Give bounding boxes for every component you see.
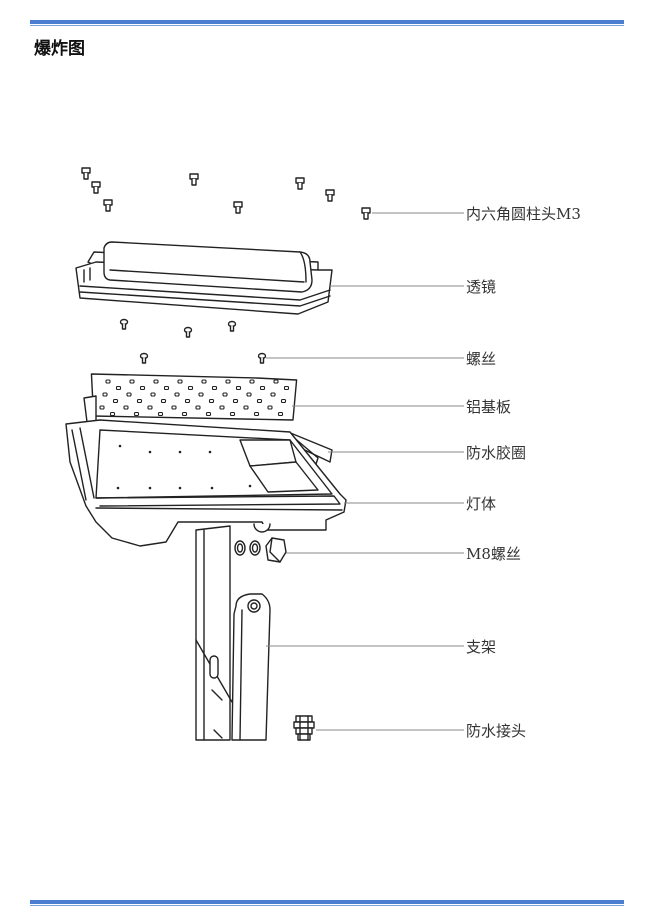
waterproof-connector-part — [293, 715, 315, 741]
led-hole — [195, 405, 201, 410]
led-hole — [139, 385, 146, 391]
mounting-hole — [178, 450, 182, 454]
led-hole — [105, 379, 111, 384]
lens-part — [75, 241, 333, 315]
led-hole — [177, 379, 183, 384]
label-lens: 透镜 — [466, 278, 497, 296]
hex-screw-icon — [361, 207, 371, 220]
mounting-hole — [178, 486, 182, 490]
bracket-part — [195, 525, 271, 741]
m8-screw-part — [234, 537, 287, 563]
led-hole — [184, 398, 191, 404]
aluminum-board-part — [90, 373, 298, 421]
led-hole — [208, 398, 215, 404]
led-hole — [280, 398, 287, 404]
led-hole — [267, 405, 273, 410]
label-waterproof-connector: 防水接头 — [466, 722, 527, 740]
led-hole — [174, 392, 180, 397]
led-hole — [150, 392, 156, 397]
led-hole — [229, 411, 236, 417]
led-hole — [259, 385, 266, 391]
leader-lines — [266, 212, 464, 731]
page-title: 爆炸图 — [34, 39, 85, 59]
led-hole — [222, 392, 228, 397]
led-hole — [171, 405, 177, 410]
led-hole — [147, 405, 153, 410]
led-hole — [129, 379, 135, 384]
screw-icon — [227, 320, 237, 332]
led-hole — [243, 405, 249, 410]
led-hole — [163, 385, 170, 391]
label-lamp-body: 灯体 — [466, 495, 497, 513]
label-screw: 螺丝 — [466, 350, 497, 368]
hex-screw-icon — [91, 181, 101, 194]
led-hole — [201, 379, 207, 384]
led-hole — [109, 411, 116, 417]
hex-screw-group — [81, 167, 371, 220]
led-hole — [112, 398, 119, 404]
led-hole — [253, 411, 260, 417]
screw-group — [119, 318, 267, 364]
screw-icon — [183, 326, 193, 338]
mounting-hole — [116, 486, 120, 490]
hex-screw-icon — [103, 199, 113, 212]
screw-icon — [119, 318, 129, 330]
led-hole — [181, 411, 188, 417]
led-hole — [126, 392, 132, 397]
mounting-hole — [248, 484, 252, 488]
led-hole — [136, 398, 143, 404]
hex-screw-icon — [233, 201, 243, 214]
led-hole — [198, 392, 204, 397]
led-hole — [232, 398, 239, 404]
led-hole — [283, 385, 290, 391]
mounting-hole — [148, 450, 152, 454]
led-hole — [205, 411, 212, 417]
led-hole — [211, 385, 218, 391]
mounting-hole — [118, 444, 122, 448]
led-hole — [225, 379, 231, 384]
led-hole — [187, 385, 194, 391]
label-hex-screw: 内六角圆柱头M3 — [466, 205, 581, 223]
led-hole — [123, 405, 129, 410]
led-hole — [273, 379, 279, 384]
led-hole — [102, 392, 108, 397]
mounting-hole — [210, 486, 214, 490]
label-bracket: 支架 — [466, 638, 497, 656]
label-gasket: 防水胶圈 — [466, 444, 527, 462]
led-hole — [99, 405, 105, 410]
top-rule — [30, 20, 624, 26]
screw-icon — [139, 352, 149, 364]
hex-screw-icon — [81, 167, 91, 180]
led-hole — [277, 411, 284, 417]
bottom-rule — [30, 900, 624, 906]
screw-icon — [257, 352, 267, 364]
led-hole — [133, 411, 140, 417]
hex-screw-icon — [189, 173, 199, 186]
mounting-hole — [148, 486, 152, 490]
led-hole — [115, 385, 122, 391]
lamp-body-part — [65, 419, 347, 547]
led-hole — [256, 398, 263, 404]
led-hole — [270, 392, 276, 397]
hex-screw-icon — [325, 189, 335, 202]
led-hole — [153, 379, 159, 384]
led-hole — [249, 379, 255, 384]
led-hole — [235, 385, 242, 391]
led-hole — [219, 405, 225, 410]
hex-screw-icon — [295, 177, 305, 190]
mounting-hole — [208, 450, 212, 454]
led-hole — [246, 392, 252, 397]
label-aluminum-board: 铝基板 — [466, 398, 512, 416]
label-m8-screw: M8螺丝 — [466, 545, 521, 563]
led-hole — [157, 411, 164, 417]
led-hole — [160, 398, 167, 404]
